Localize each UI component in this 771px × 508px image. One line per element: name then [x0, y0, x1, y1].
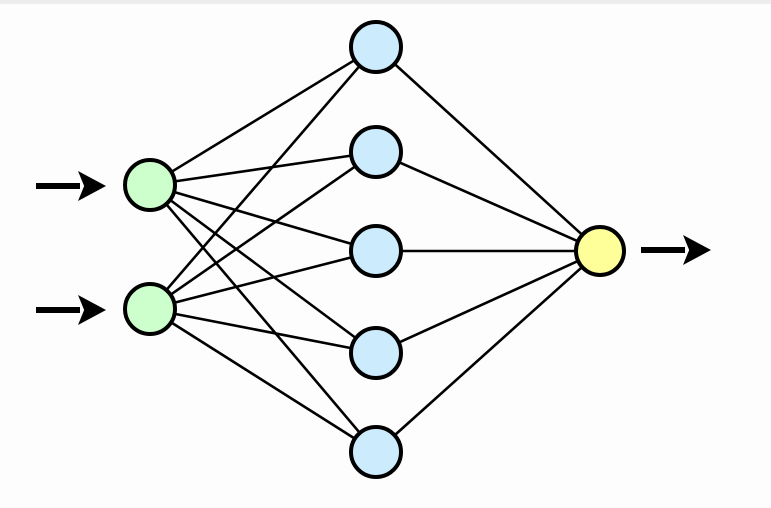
node-i2[interactable]	[123, 282, 177, 336]
node-h1[interactable]	[349, 20, 403, 74]
edge-i2-h2	[170, 165, 356, 296]
node-h2[interactable]	[349, 125, 403, 179]
input-arrow-bottom-head	[78, 295, 106, 325]
arrows-group	[36, 171, 711, 325]
node-o1[interactable]	[574, 225, 626, 277]
edge-i1-h3	[174, 191, 352, 245]
node-h3[interactable]	[349, 224, 403, 278]
node-i1[interactable]	[123, 158, 177, 212]
input-arrow-top-icon	[36, 171, 106, 201]
edge-h2-o1	[399, 161, 578, 243]
output-arrow-head	[683, 235, 711, 265]
edge-i1-h5	[165, 204, 361, 433]
edge-i1-h2	[175, 154, 351, 183]
edge-i2-h5	[171, 321, 355, 440]
edges-group	[165, 59, 583, 440]
edge-i2-h1	[165, 65, 361, 291]
edge-i1-h4	[170, 199, 356, 339]
input-arrow-top-head	[78, 171, 106, 201]
node-h4[interactable]	[349, 326, 403, 380]
edge-i2-h4	[175, 312, 351, 350]
edge-i2-h3	[174, 256, 352, 304]
edge-h4-o1	[399, 260, 578, 344]
edge-h5-o1	[394, 266, 583, 436]
output-arrow-icon	[641, 235, 711, 265]
edge-i1-h1	[171, 59, 355, 173]
edge-h1-o1	[394, 63, 583, 236]
top-edge-band	[0, 0, 771, 4]
input-arrow-bottom-icon	[36, 295, 106, 325]
node-h5[interactable]	[349, 425, 403, 479]
nodes-group	[123, 20, 626, 479]
